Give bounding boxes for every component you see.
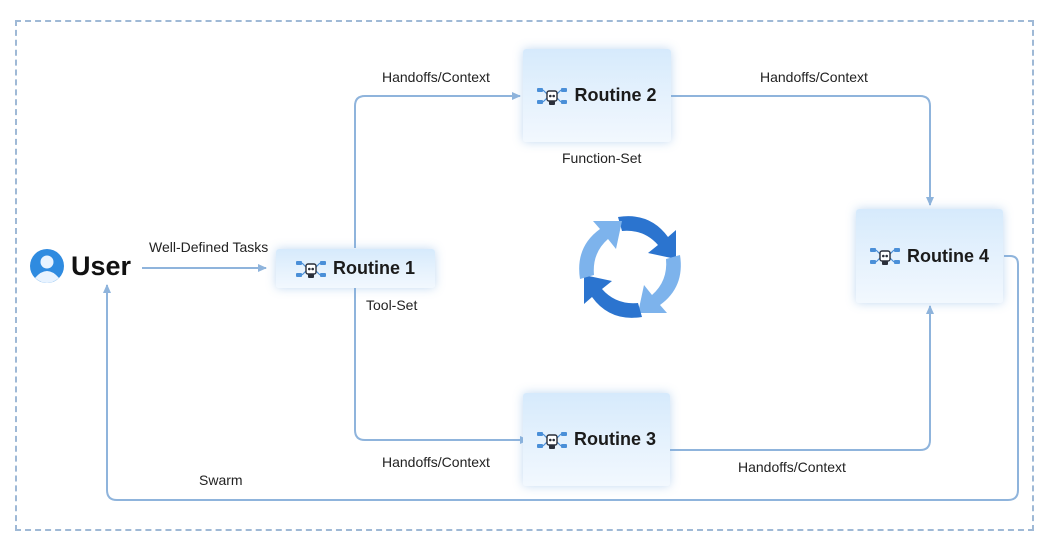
routine-2-functionset-label: Function-Set [562, 150, 642, 166]
routine-1-node: Routine 1 [276, 249, 435, 288]
edge-label-r3-r4: Handoffs/Context [738, 459, 846, 475]
swarm-boundary [15, 20, 1034, 531]
user-node: User [29, 246, 131, 286]
edge-routine3-to-routine4 [663, 305, 934, 451]
routine-1-toolset-label: Tool-Set [366, 297, 418, 313]
routine-4-label: Routine 4 [906, 245, 989, 266]
edge-label-well-defined-tasks: Well-Defined Tasks [149, 239, 269, 255]
user-avatar-icon [30, 249, 64, 283]
agent-network-icon [295, 260, 326, 278]
agent-network-icon [536, 431, 567, 449]
edge-routine1-to-routine2 [354, 92, 521, 248]
cycle-arrows-icon [579, 216, 681, 318]
routine-2-label: Routine 2 [574, 85, 657, 105]
edge-label-r2-r4: Handoffs/Context [760, 69, 868, 85]
routine-4-node: Routine 4 [856, 209, 1003, 303]
user-label: User [71, 250, 132, 281]
edge-label-swarm: Swarm [199, 472, 243, 488]
edge-routine4-to-user [103, 255, 1019, 501]
edge-routine1-to-routine3 [354, 287, 529, 444]
edge-routine2-to-routine4 [671, 95, 934, 206]
agent-network-icon [537, 87, 568, 105]
routine-1-label: Routine 1 [332, 258, 415, 278]
agent-network-icon [869, 248, 900, 265]
edge-label-r1-r2: Handoffs/Context [382, 69, 490, 85]
routine-3-node: Routine 3 [523, 393, 670, 486]
edge-label-r1-r3: Handoffs/Context [382, 454, 490, 470]
routine-3-label: Routine 3 [573, 429, 656, 449]
routine-2-node: Routine 2 [523, 49, 671, 142]
